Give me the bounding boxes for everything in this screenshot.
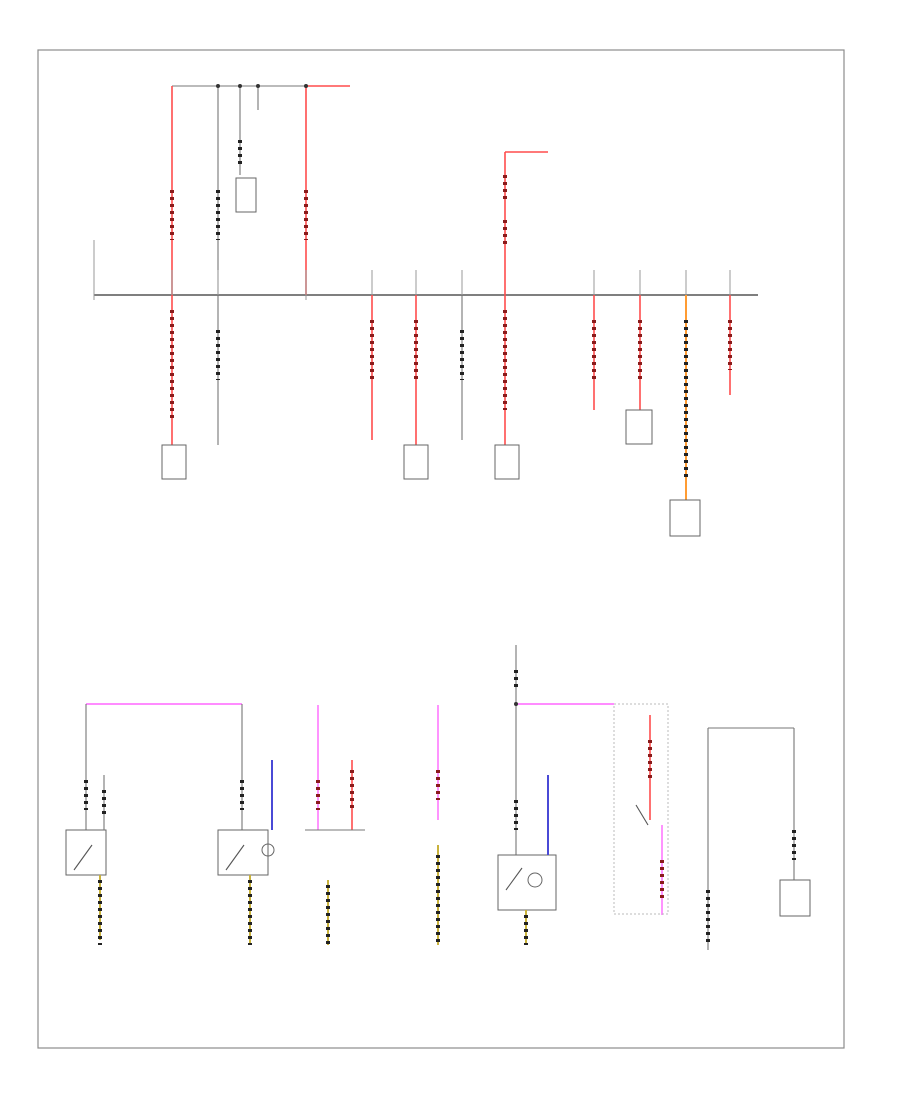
switch-1 bbox=[65, 829, 107, 876]
module-box-5 bbox=[669, 499, 701, 537]
switch-2 bbox=[217, 829, 269, 876]
module-box-4 bbox=[625, 409, 653, 445]
switch-3 bbox=[497, 854, 557, 911]
module-box-2 bbox=[403, 444, 429, 480]
right-module-box bbox=[779, 879, 811, 917]
module-box-3 bbox=[494, 444, 520, 480]
diagram-frame bbox=[37, 49, 845, 1049]
top-component-box bbox=[235, 177, 257, 213]
switch-circuit-section bbox=[65, 645, 811, 950]
power-distribution-section bbox=[93, 84, 758, 537]
relay-outline bbox=[613, 703, 669, 915]
module-box-1 bbox=[161, 444, 187, 480]
